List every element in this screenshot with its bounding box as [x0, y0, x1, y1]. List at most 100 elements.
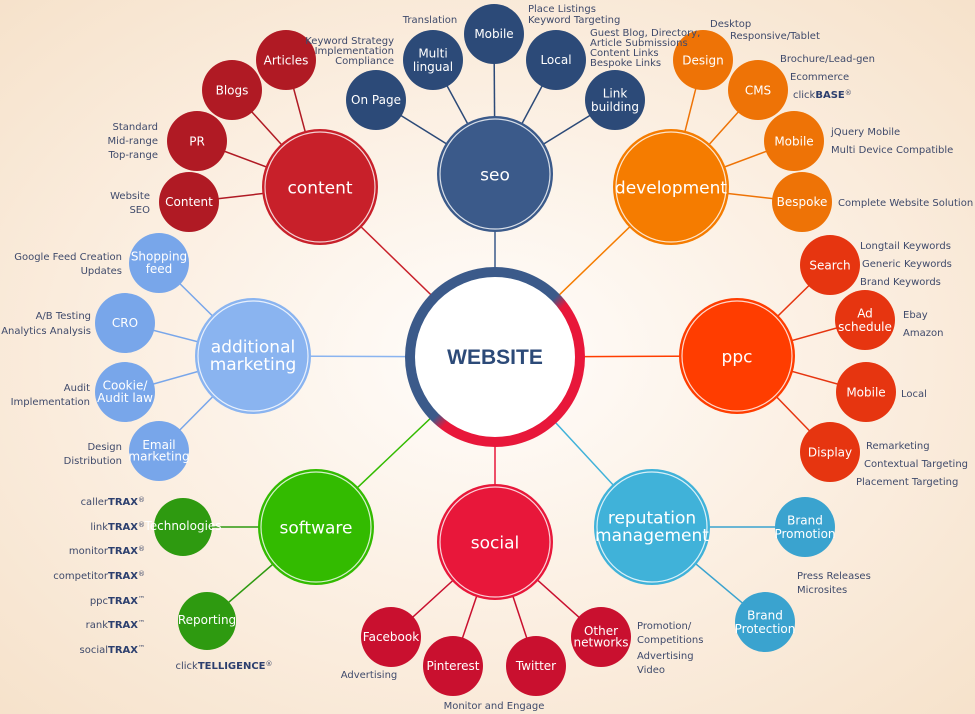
subnode-development-0[interactable]: Design: [673, 30, 733, 90]
subnode-additional-1[interactable]: CRO: [95, 293, 155, 353]
hub-label: reputation: [608, 509, 696, 529]
brand-mark: ®: [266, 660, 273, 668]
annotation: Advertising: [637, 651, 694, 662]
hub-development[interactable]: development: [613, 129, 729, 245]
hub-social[interactable]: social: [437, 484, 553, 600]
annotation: Multi Device Compatible: [831, 145, 953, 156]
subnode-circle: [178, 592, 236, 650]
hub-inner-ring: [264, 131, 376, 243]
brand-bold: TRAX: [108, 620, 138, 631]
subnode-label: Display: [808, 446, 852, 460]
subnode-label: Pinterest: [426, 659, 479, 673]
annotation: Amazon: [903, 328, 943, 339]
subnode-circle: [256, 30, 316, 90]
brand-mark: ™: [138, 619, 145, 627]
brand-bold: TRAX: [108, 522, 138, 533]
subnode-additional-2[interactable]: Cookie/Audit law: [95, 362, 155, 422]
subnode-content-3[interactable]: Content: [159, 172, 219, 232]
subnode-label: Protection: [735, 622, 796, 636]
subnode-development-2[interactable]: Mobile: [764, 111, 824, 171]
subnode-label: Facebook: [363, 630, 419, 644]
hub-content[interactable]: content: [262, 129, 378, 245]
subnode-circle: [800, 422, 860, 482]
subnode-circle: [800, 235, 860, 295]
subnode-development-3[interactable]: Bespoke: [772, 172, 832, 232]
subnode-label: Technologies: [143, 519, 221, 533]
brand-mark: ®: [138, 570, 145, 578]
annotation: jQuery Mobile: [830, 127, 900, 138]
subnode-label: On Page: [351, 93, 401, 107]
hub-seo[interactable]: seo: [437, 116, 553, 232]
subnode-label: Twitter: [515, 659, 556, 673]
subnode-social-1[interactable]: Pinterest: [423, 636, 483, 696]
center-node[interactable]: WEBSITE: [405, 267, 585, 447]
subnode-circle: [735, 592, 795, 652]
hub-circle: [258, 469, 374, 585]
annotation: Translation: [402, 15, 458, 26]
annotations: Keyword StrategyImplementationCompliance…: [1, 4, 973, 712]
subnode-content-1[interactable]: Blogs: [202, 60, 262, 120]
subnode-seo-3[interactable]: Local: [526, 30, 586, 90]
subnode-social-2[interactable]: Twitter: [506, 636, 566, 696]
subnode-content-2[interactable]: PR: [167, 111, 227, 171]
annotation: Microsites: [797, 585, 847, 596]
annotation: Bespoke Links: [590, 58, 661, 69]
subnode-label: Local: [540, 53, 571, 67]
subnode-circle: [361, 607, 421, 667]
hub-ppc[interactable]: ppc: [679, 298, 795, 414]
annotation: Keyword Strategy: [305, 36, 394, 47]
subnode-ppc-2[interactable]: Mobile: [836, 362, 896, 422]
subnode-label: Mobile: [474, 27, 513, 41]
hub-inner-ring: [681, 300, 793, 412]
subnode-label: Promotion: [774, 527, 835, 541]
subnode-circle: [159, 172, 219, 232]
hub-label: additional: [211, 338, 295, 358]
subnode-circle: [764, 111, 824, 171]
brand-bold: TRAX: [108, 571, 138, 582]
brand-competitortrax: competitorTRAX®: [53, 570, 145, 582]
subnode-circle: [129, 233, 189, 293]
subnode-content-0[interactable]: Articles: [256, 30, 316, 90]
subnode-label: Mobile: [846, 386, 885, 400]
subnode-circle: [95, 362, 155, 422]
annotation: Brochure/Lead-gen: [780, 54, 875, 65]
brand-callertrax: callerTRAX®: [81, 496, 145, 508]
brand-prefix: monitor: [69, 546, 109, 557]
subnode-ppc-0[interactable]: Search: [800, 235, 860, 295]
hub-circle: [437, 116, 553, 232]
hub-software[interactable]: software: [258, 469, 374, 585]
subnode-circle: [775, 497, 835, 557]
subnode-seo-0[interactable]: On Page: [346, 70, 406, 130]
annotation: Generic Keywords: [862, 259, 952, 270]
subnode-label: Other: [584, 624, 618, 638]
subnode-seo-2[interactable]: Mobile: [464, 4, 524, 64]
annotation: Remarketing: [866, 441, 930, 452]
annotation: Local: [901, 389, 927, 400]
subnode-ppc-3[interactable]: Display: [800, 422, 860, 482]
subnode-development-1[interactable]: CMS: [728, 60, 788, 120]
subnode-label: Shopping: [131, 250, 187, 264]
brand-bold: TRAX: [108, 645, 138, 656]
annotation: Promotion/: [637, 621, 692, 632]
hub-label: marketing: [210, 355, 297, 375]
subnode-software-1[interactable]: Reporting: [178, 592, 236, 650]
subnode-software-0[interactable]: Technologies: [143, 498, 222, 556]
brand-bold: TRAX: [108, 497, 138, 508]
brand-mark: ®: [138, 521, 145, 529]
subnode-social-0[interactable]: Facebook: [361, 607, 421, 667]
hub-inner-ring: [596, 471, 708, 583]
subnode-circle: [167, 111, 227, 171]
subnode-label: networks: [574, 635, 629, 649]
subnode-label: Mobile: [774, 135, 813, 149]
